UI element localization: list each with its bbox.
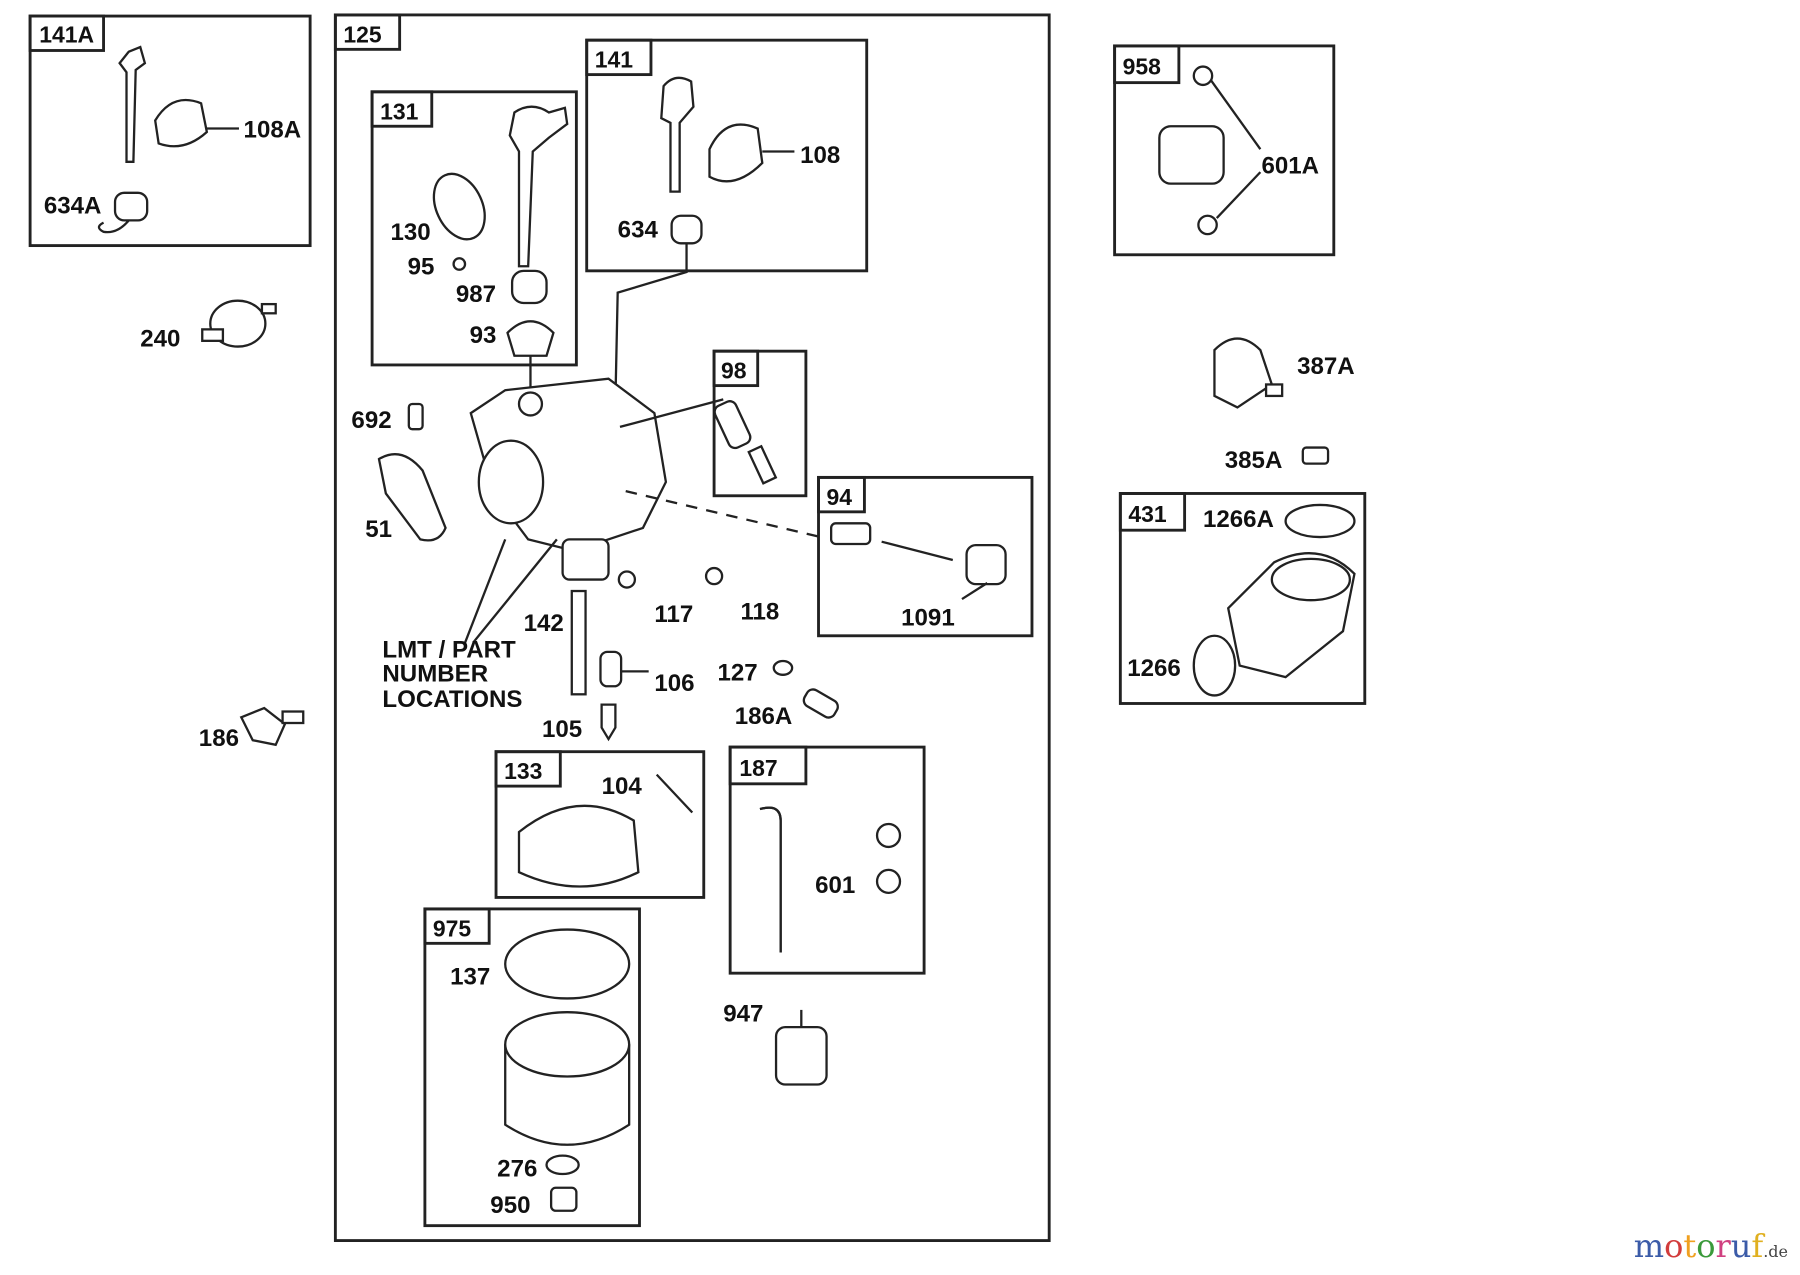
group-label: 187 [739, 755, 777, 781]
part-label-947: 947 [723, 1000, 763, 1027]
part-label-186: 186 [199, 725, 239, 752]
group-label: 431 [1128, 501, 1167, 527]
part-label-93: 93 [470, 322, 497, 349]
part-label-95: 95 [408, 253, 435, 280]
watermark-letter: f [1751, 1227, 1764, 1265]
part-label-950: 950 [490, 1192, 530, 1219]
group-label: 131 [380, 98, 419, 124]
group-131: 131 [370, 90, 578, 367]
part-label-108: 108 [800, 142, 840, 169]
part-label-117: 117 [654, 601, 693, 628]
part-label-601A: 601A [1261, 152, 1319, 179]
group-label: 141A [39, 21, 94, 47]
part-label-142: 142 [524, 610, 564, 637]
watermark-letter: u [1730, 1227, 1752, 1265]
part-label-692: 692 [351, 407, 391, 434]
part-label-118: 118 [740, 599, 779, 626]
group-98: 98 [712, 349, 808, 498]
part-label-634: 634 [618, 217, 659, 244]
watermark-letter: o [1664, 1227, 1684, 1265]
part-label-104: 104 [602, 773, 643, 800]
part-label-106: 106 [654, 670, 694, 697]
part-label-987: 987 [456, 281, 496, 308]
part-label-601: 601 [815, 872, 855, 899]
group-958: 958 [1113, 44, 1336, 257]
lmt-note-line-3: LOCATIONS [382, 686, 522, 713]
part-label-385A: 385A [1225, 447, 1283, 474]
part-label-51: 51 [365, 516, 392, 543]
watermark-main: motoruf [1634, 1227, 1763, 1265]
watermark-letter: m [1633, 1227, 1665, 1265]
group-125: 125 [333, 13, 1051, 1243]
part-label-1266: 1266 [1127, 655, 1181, 682]
group-975: 975 [423, 907, 641, 1228]
part-labels: 108A 634A 240 186 130 95 987 93 108 634 … [44, 117, 1355, 1219]
group-label: 133 [504, 758, 542, 784]
watermark-letter: o [1696, 1227, 1716, 1265]
group-431: 431 [1118, 492, 1367, 705]
group-94: 94 [817, 475, 1034, 638]
part-label-387A: 387A [1297, 353, 1355, 380]
part-drawings [97, 45, 1356, 1212]
group-187: 187 [728, 745, 926, 975]
part-label-240: 240 [140, 326, 180, 353]
lmt-note-line-1: LMT / PART [382, 637, 516, 664]
watermark-letter: r [1715, 1227, 1731, 1265]
group-141A: 141A [28, 14, 312, 248]
group-133: 133 [494, 750, 706, 899]
group-label: 94 [827, 484, 853, 510]
group-label: 975 [433, 915, 472, 941]
part-label-137: 137 [450, 964, 490, 991]
part-label-127: 127 [718, 660, 758, 687]
group-label: 141 [595, 47, 634, 73]
part-label-186A: 186A [735, 703, 793, 730]
group-label: 125 [343, 21, 382, 47]
group-label: 958 [1123, 54, 1162, 80]
group-label: 98 [721, 358, 747, 384]
watermark-suffix: .de [1763, 1242, 1788, 1261]
part-label-130: 130 [390, 219, 430, 246]
watermark-letter: t [1683, 1227, 1697, 1265]
part-label-634A: 634A [44, 192, 102, 219]
part-label-276: 276 [497, 1155, 537, 1182]
part-label-105: 105 [542, 716, 582, 743]
group-141: 141 [585, 38, 869, 273]
lmt-note-line-2: NUMBER [382, 661, 488, 688]
part-label-108A: 108A [244, 117, 302, 144]
watermark-logo: motoruf.de [1634, 1227, 1788, 1265]
part-label-1266A: 1266A [1203, 506, 1274, 533]
part-label-1091: 1091 [901, 604, 955, 631]
